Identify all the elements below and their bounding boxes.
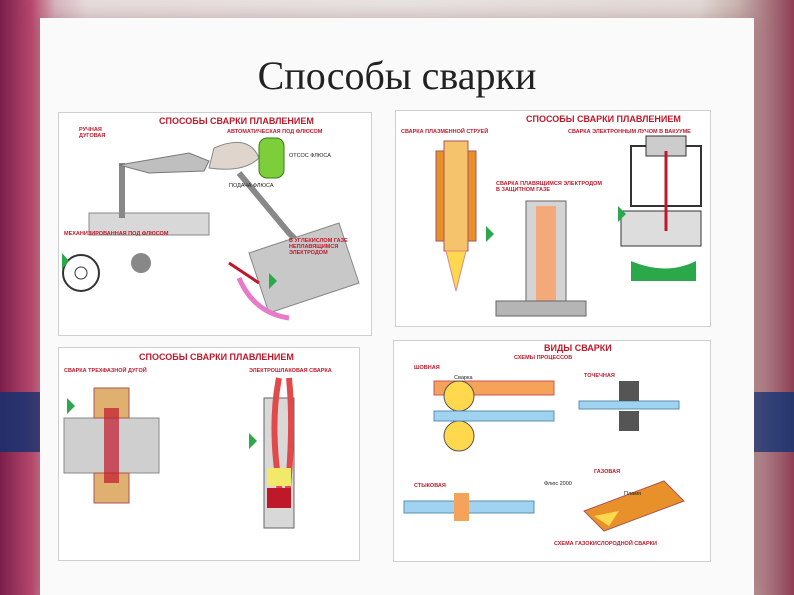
panel-2-drawing (435, 135, 702, 317)
panel-4-drawing (403, 380, 685, 532)
panel-1-heading: СПОСОБЫ СВАРКИ ПЛАВЛЕНИЕМ (159, 116, 314, 126)
panel-3-label-electroslag: ЭЛЕКТРОШЛАКОВАЯ СВАРКА (249, 368, 332, 374)
panel-4-heading: ВИДЫ СВАРКИ (544, 343, 612, 353)
panel-3-heading: СПОСОБЫ СВАРКИ ПЛАВЛЕНИЕМ (139, 352, 294, 362)
panel-1-drawing (62, 137, 360, 321)
panel-4-label-spot: ТОЧЕЧНАЯ (584, 373, 615, 379)
panel-plasma-electron: СПОСОБЫ СВАРКИ ПЛАВЛЕНИЕМ СВАРКА ПЛАЗМЕН… (395, 110, 711, 327)
panel-4-label-butt: СТЫКОВАЯ (414, 483, 446, 489)
panel-4-label-flux: Флюс 2000 (544, 481, 572, 487)
slide-title: Способы сварки (257, 53, 537, 98)
panel-1-label-co2: В УГЛЕКИСЛОМ ГАЗЕ НЕПЛАВЯЩИМСЯ ЭЛЕКТРОДО… (289, 238, 348, 256)
panel-2-label-mig: СВАРКА ПЛАВЯЩИМСЯ ЭЛЕКТРОДОМ В ЗАЩИТНОМ … (496, 181, 602, 193)
panel-2-label-plasma: СВАРКА ПЛАЗМЕННОЙ СТРУЕЙ (401, 129, 489, 135)
panel-4-label-gas-scheme: СХЕМА ГАЗОКИСЛОРОДНОЙ СВАРКИ (554, 541, 657, 547)
panel-1-label-suction: ОТСОС ФЛЮСА (289, 153, 331, 159)
panel-3-drawing (63, 377, 295, 529)
panel-arc-welding: СПОСОБЫ СВАРКИ ПЛАВЛЕНИЕМ РУЧНАЯ ДУГОВАЯ… (58, 112, 372, 336)
panel-1-label-feed: ПОДАЧА ФЛЮСА (229, 183, 274, 189)
panel-4-label-flame: Пламя (624, 491, 641, 497)
panel-4-label-welding: Сварка (454, 375, 473, 381)
panel-slag-welding: СПОСОБЫ СВАРКИ ПЛАВЛЕНИЕМ СВАРКА ТРЕХФАЗ… (58, 347, 360, 561)
panel-4-label-seam: ШОВНАЯ (414, 365, 440, 371)
panel-1-label-mech: МЕХАНИЗИРОВАННАЯ ПОД ФЛЮСОМ (64, 231, 169, 237)
panel-welding-types: ВИДЫ СВАРКИ СХЕМЫ ПРОЦЕССОВ ШОВНАЯ ТОЧЕЧ… (393, 340, 711, 562)
panel-1-label-manual: РУЧНАЯ ДУГОВАЯ (79, 127, 106, 139)
panel-4-label-gas: ГАЗОВАЯ (594, 469, 621, 475)
panel-4-label-schemes: СХЕМЫ ПРОЦЕССОВ (514, 355, 573, 361)
panel-2-heading: СПОСОБЫ СВАРКИ ПЛАВЛЕНИЕМ (526, 114, 681, 124)
panel-3-label-threephase: СВАРКА ТРЕХФАЗНОЙ ДУГОЙ (64, 368, 147, 374)
panel-2-label-electron: СВАРКА ЭЛЕКТРОННЫМ ЛУЧОМ В ВАКУУМЕ (568, 129, 691, 135)
panel-1-label-auto: АВТОМАТИЧЕСКАЯ ПОД ФЛЮСОМ (227, 129, 323, 135)
